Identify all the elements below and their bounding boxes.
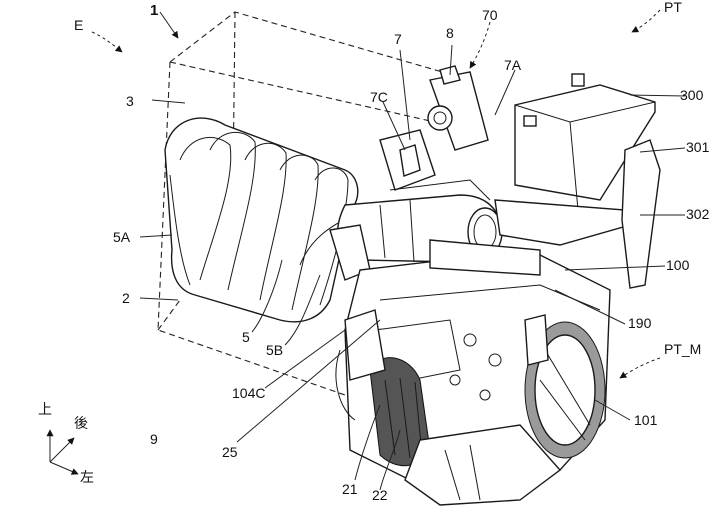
- label-104C: 104C: [232, 385, 265, 401]
- axis-rear: 後: [74, 415, 88, 431]
- label-100: 100: [666, 257, 690, 273]
- label-5: 5: [242, 329, 250, 345]
- label-1: 1: [150, 2, 158, 19]
- orientation-axes: 上 後 左: [38, 401, 94, 485]
- label-302: 302: [686, 206, 710, 222]
- label-E: E: [74, 17, 83, 33]
- label-PT: PT: [664, 0, 682, 15]
- label-2: 2: [122, 290, 130, 306]
- leader-lines: [139, 44, 686, 491]
- label-7A: 7A: [504, 57, 522, 73]
- valve-assembly: [379, 65, 491, 201]
- intake-manifold: [164, 117, 359, 323]
- engine-body: [335, 239, 611, 506]
- label-3: 3: [126, 93, 134, 109]
- label-9: 9: [150, 431, 158, 447]
- label-7C: 7C: [370, 89, 388, 105]
- label-7: 7: [394, 31, 402, 47]
- label-301: 301: [686, 139, 710, 155]
- label-300: 300: [680, 87, 704, 103]
- label-8: 8: [446, 25, 454, 41]
- label-25: 25: [222, 444, 238, 460]
- label-101: 101: [634, 412, 658, 428]
- label-5A: 5A: [113, 229, 131, 245]
- axis-left: 左: [80, 469, 94, 485]
- axis-up: 上: [38, 401, 52, 417]
- battery-unit: [494, 73, 661, 289]
- label-190: 190: [628, 315, 652, 331]
- label-PT_M: PT_M: [664, 341, 701, 357]
- label-70: 70: [482, 7, 498, 23]
- label-22: 22: [372, 487, 388, 503]
- label-5B: 5B: [266, 342, 283, 358]
- reference-arrows: [91, 9, 661, 379]
- label-21: 21: [342, 481, 358, 497]
